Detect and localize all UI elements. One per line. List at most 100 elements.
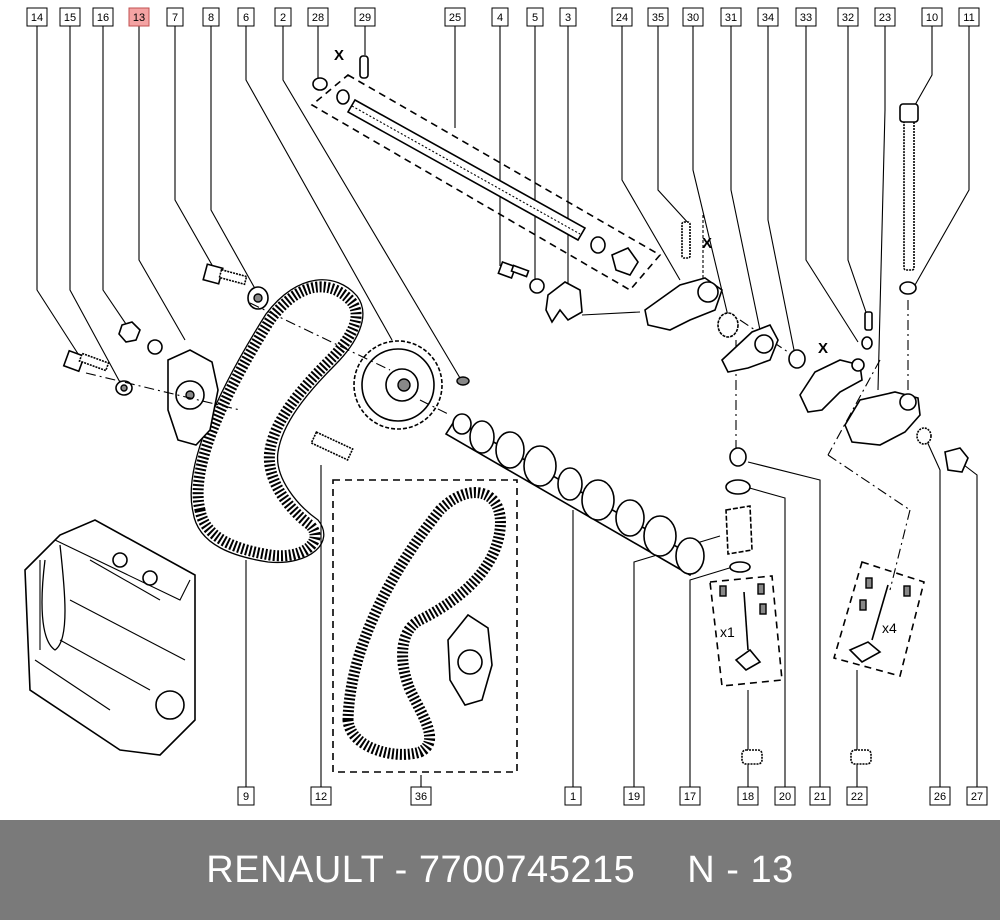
callout-label-12: 12 (315, 791, 327, 803)
callout-box-8 (202, 7, 220, 27)
valve-keepers (741, 749, 872, 765)
rocker-shaft-group (310, 55, 662, 292)
callout-box-36 (410, 786, 432, 806)
callout-label-29: 29 (359, 12, 371, 24)
callout-label-22: 22 (851, 791, 863, 803)
callout-label-6: 6 (243, 12, 249, 24)
callout-box-15 (59, 7, 81, 27)
x-mark-2: X (702, 235, 712, 252)
woodruff-key (456, 376, 470, 386)
callout-label-21: 21 (814, 791, 826, 803)
x-mark-3: X (818, 340, 828, 357)
exploded-parts-diagram: x1 x4 X (24, 7, 988, 806)
callout-label-13: 13 (133, 12, 145, 24)
callout-label-30: 30 (687, 12, 699, 24)
callout-label-17: 17 (684, 791, 696, 803)
callout-label-8: 8 (208, 12, 214, 24)
footer-reference: N - 13 (687, 848, 794, 891)
engine-block-thumbnail (24, 519, 196, 756)
callout-box-14 (26, 7, 48, 27)
callout-box-23 (874, 7, 896, 27)
qty-single: x1 (720, 624, 735, 640)
callout-box-9 (237, 786, 255, 806)
callout-label-24: 24 (616, 12, 628, 24)
rocker-pedestal (844, 103, 969, 473)
callout-box-12 (310, 786, 332, 806)
callout-box-25 (444, 7, 466, 27)
valve-box-single: x1 (709, 575, 783, 687)
callout-box-10 (921, 7, 943, 27)
tensioner-parts (62, 263, 269, 446)
callout-box-22 (846, 786, 868, 806)
callout-box-28 (307, 7, 329, 27)
callout-label-19: 19 (628, 791, 640, 803)
callout-label-11: 11 (963, 12, 974, 24)
callout-label-14: 14 (31, 12, 43, 24)
roll-pin-29 (359, 55, 369, 79)
callout-box-4 (491, 7, 509, 27)
callout-label-25: 25 (449, 12, 461, 24)
callout-box-6 (237, 7, 255, 27)
callout-label-10: 10 (926, 12, 938, 24)
callout-box-24 (611, 7, 633, 27)
camshaft-sprocket (353, 340, 443, 430)
tensioner-13 (167, 349, 219, 446)
callout-label-36: 36 (415, 791, 427, 803)
callout-label-2: 2 (280, 12, 286, 24)
callout-label-5: 5 (532, 12, 538, 24)
x-marks: X X X (334, 47, 828, 357)
callout-box-20 (774, 786, 796, 806)
callout-box-13 (128, 7, 150, 27)
dowel-pin (310, 431, 354, 461)
leader-lines (36, 26, 970, 391)
callout-box-35 (647, 7, 669, 27)
callout-label-32: 32 (842, 12, 854, 24)
callout-label-9: 9 (243, 791, 249, 803)
footer-bar: RENAULT - 7700745215 N - 13 (0, 820, 1000, 920)
shaft-support-parts (497, 260, 641, 324)
callout-box-27 (966, 786, 988, 806)
callout-box-2 (274, 7, 292, 27)
callout-label-20: 20 (779, 791, 791, 803)
callout-box-17 (679, 786, 701, 806)
callout-label-3: 3 (565, 12, 571, 24)
callout-box-31 (720, 7, 742, 27)
leader-lines-bottom (245, 436, 978, 787)
callout-label-34: 34 (762, 12, 774, 24)
callout-box-29 (354, 7, 376, 27)
x-mark-1: X (334, 47, 344, 64)
callout-box-26 (929, 786, 951, 806)
valve-box-four: x4 (833, 560, 925, 677)
footer-brand-part-number: RENAULT - 7700745215 (206, 848, 636, 891)
camshaft (444, 413, 705, 577)
callout-box-34 (757, 7, 779, 27)
callout-box-21 (809, 786, 831, 806)
callout-box-30 (682, 7, 704, 27)
callout-label-23: 23 (879, 12, 891, 24)
callout-label-33: 33 (800, 12, 812, 24)
timing-kit-box (332, 479, 518, 773)
callout-box-32 (837, 7, 859, 27)
callout-label-26: 26 (934, 791, 946, 803)
nut-16 (118, 321, 141, 343)
plug-28 (312, 77, 328, 91)
callout-label-7: 7 (172, 12, 178, 24)
callout-label-4: 4 (497, 12, 503, 24)
bolt-14 (62, 349, 110, 373)
washer-16 (147, 339, 163, 355)
callout-label-31: 31 (725, 12, 737, 24)
bolt-7 (202, 263, 248, 286)
callout-box-18 (737, 786, 759, 806)
callout-box-1 (564, 786, 582, 806)
callout-box-3 (559, 7, 577, 27)
callout-box-5 (526, 7, 544, 27)
qty-four: x4 (882, 620, 897, 636)
callout-label-1: 1 (570, 791, 576, 803)
callout-label-35: 35 (652, 12, 664, 24)
callout-box-16 (92, 7, 114, 27)
callout-label-18: 18 (742, 791, 754, 803)
rocker-arms (644, 215, 873, 413)
valve-spring-assembly (725, 447, 753, 573)
callout-box-19 (623, 786, 645, 806)
